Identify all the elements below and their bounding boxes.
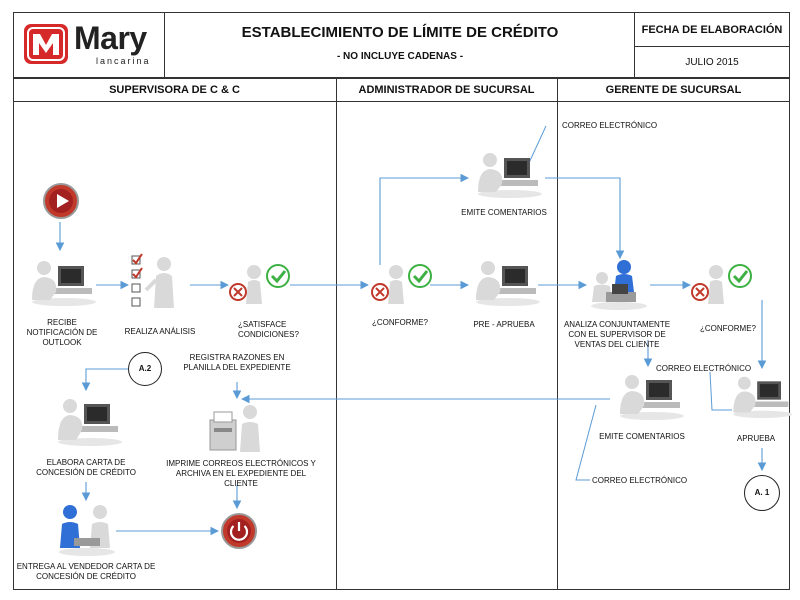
conforme-admin-decision-icon [371, 264, 432, 304]
step-analisis-label: REALIZA ANÁLISIS [124, 327, 196, 336]
lane-divider-2 [557, 78, 558, 590]
emite-admin-computer-icon [478, 153, 542, 198]
logo-mark-icon [24, 24, 68, 64]
date-value: JULIO 2015 [685, 57, 739, 68]
start-play-icon[interactable] [42, 182, 80, 220]
step-recibe-label: RECIBE NOTIFICACIÓN DE OUTLOOK [26, 318, 98, 347]
lane-header-administrador: ADMINISTRADOR DE SUCURSAL [358, 84, 535, 96]
entrega-meeting-icon [59, 505, 115, 556]
analiza-meeting-icon [591, 260, 647, 310]
page-subtitle: - NO INCLUYE CADENAS - [336, 51, 464, 62]
lane-table [13, 78, 790, 590]
step-conforme-ger-label: ¿CONFORME? [700, 324, 756, 333]
imprime-printer-icon [209, 405, 260, 452]
conforme-ger-decision-icon [691, 264, 752, 304]
logo-cell [13, 12, 165, 78]
step-entrega-label: ENTREGA AL VENDEDOR CARTA DE CONCESIÓN D… [16, 562, 156, 581]
arrow-emite-to-analiza [545, 177, 625, 260]
step-elabora-label: ELABORA CARTA DE CONCESIÓN DE CRÉDITO [36, 458, 136, 477]
step-registra-label: REGISTRA RAZONES EN PLANILLA DEL EXPEDIE… [183, 353, 291, 372]
annotation-correo-top: CORREO ELECTRÓNICO [562, 121, 658, 130]
step-analiza-label: ANALIZA CONJUNTAMENTE CON EL SUPERVISOR … [563, 320, 671, 349]
annotation-correo-bottom: CORREO ELECTRÓNICO [592, 476, 688, 485]
aprueba-computer-icon [733, 376, 792, 418]
callout-correo-bottom [575, 404, 597, 481]
connector-a1-label: A. 1 [754, 488, 770, 497]
step-conforme-admin-label: ¿CONFORME? [372, 318, 428, 327]
callout-correo-mid [709, 371, 732, 411]
step-imprime-label: IMPRIME CORREOS ELECTRÓNICOS Y ARCHIVA E… [166, 459, 316, 488]
step-emite-ger-label: EMITE COMENTARIOS [599, 432, 685, 441]
step-preaprueba-label: PRE - APRUEBA [473, 320, 535, 329]
logo-tagline: lancarina [96, 56, 151, 66]
lane-header-divider [13, 101, 790, 102]
step-satisface-label: ¿SATISFACE CONDICIONES? [238, 320, 299, 339]
connector-a2: A.2 [128, 352, 162, 386]
analisis-checklist-icon [131, 253, 174, 308]
end-power-icon[interactable] [220, 512, 258, 550]
lane-header-supervisora: SUPERVISORA DE C & C [109, 84, 240, 96]
lane-header-gerente: GERENTE DE SUCURSAL [605, 84, 742, 96]
satisface-decision-icon [229, 264, 290, 304]
arrow-a2-to-elabora [81, 368, 128, 392]
elabora-computer-icon [58, 399, 122, 446]
date-label: FECHA DE ELABORACIÓN [641, 24, 783, 36]
lane-divider-1 [336, 78, 337, 590]
preaprueba-computer-icon [476, 261, 540, 306]
connector-a1: A. 1 [744, 475, 780, 511]
logo-brand: Mary [74, 20, 147, 56]
recibe-computer-icon [32, 261, 96, 306]
arrow-conforme-to-emite [379, 173, 470, 265]
page-title: ESTABLECIMIENTO DE LÍMITE DE CRÉDITO [241, 24, 559, 41]
annotation-correo-mid: CORREO ELECTRÓNICO [656, 364, 752, 373]
connector-a2-label: A.2 [138, 364, 152, 373]
date-cell [634, 12, 790, 78]
step-emite-admin-label: EMITE COMENTARIOS [461, 208, 547, 217]
emite-ger-computer-icon [620, 375, 684, 420]
date-divider [634, 46, 790, 47]
step-aprueba-label: APRUEBA [736, 434, 776, 443]
